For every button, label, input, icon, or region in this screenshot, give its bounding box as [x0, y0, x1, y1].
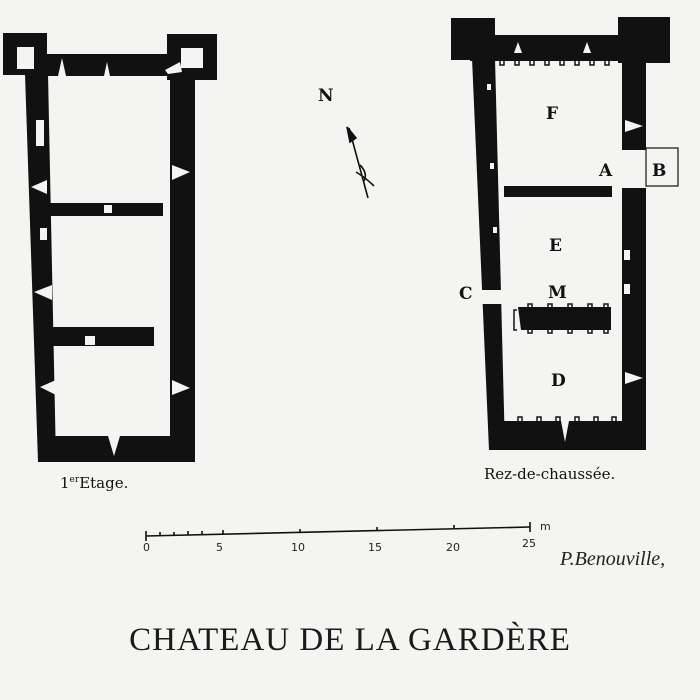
ground-floor-plan — [451, 17, 670, 450]
scale-tick-20: 20 — [446, 541, 460, 554]
caption-text: Etage. — [79, 474, 129, 492]
compass-label: N — [318, 86, 334, 106]
page-title: CHATEAU DE LA GARDÈRE — [129, 622, 571, 658]
first-floor-caption: 1erEtage. — [60, 474, 128, 492]
room-label-c: C — [459, 284, 473, 304]
room-label-b: B — [652, 161, 667, 181]
room-label-a: A — [599, 161, 613, 181]
scale-tick-25: 25 — [522, 537, 536, 550]
room-label-m: M — [548, 283, 567, 303]
scale-tick-15: 15 — [368, 541, 382, 554]
room-label-d: D — [551, 371, 566, 391]
room-label-e: E — [549, 236, 562, 256]
room-label-f: F — [546, 104, 559, 124]
author-signature: P.Benouville, — [560, 548, 666, 570]
ground-floor-caption: Rez-de-chaussée. — [484, 465, 616, 483]
scale-tick-10: 10 — [291, 541, 305, 554]
north-arrow-icon — [346, 126, 375, 199]
first-floor-plan — [3, 33, 217, 462]
scale-tick-0: 0 — [143, 541, 150, 554]
caption-superscript: er — [69, 475, 80, 485]
caption-number: 1 — [60, 474, 70, 492]
scale-tick-5: 5 — [216, 541, 223, 554]
scale-unit: m — [540, 520, 551, 533]
scale-bar — [145, 522, 531, 541]
